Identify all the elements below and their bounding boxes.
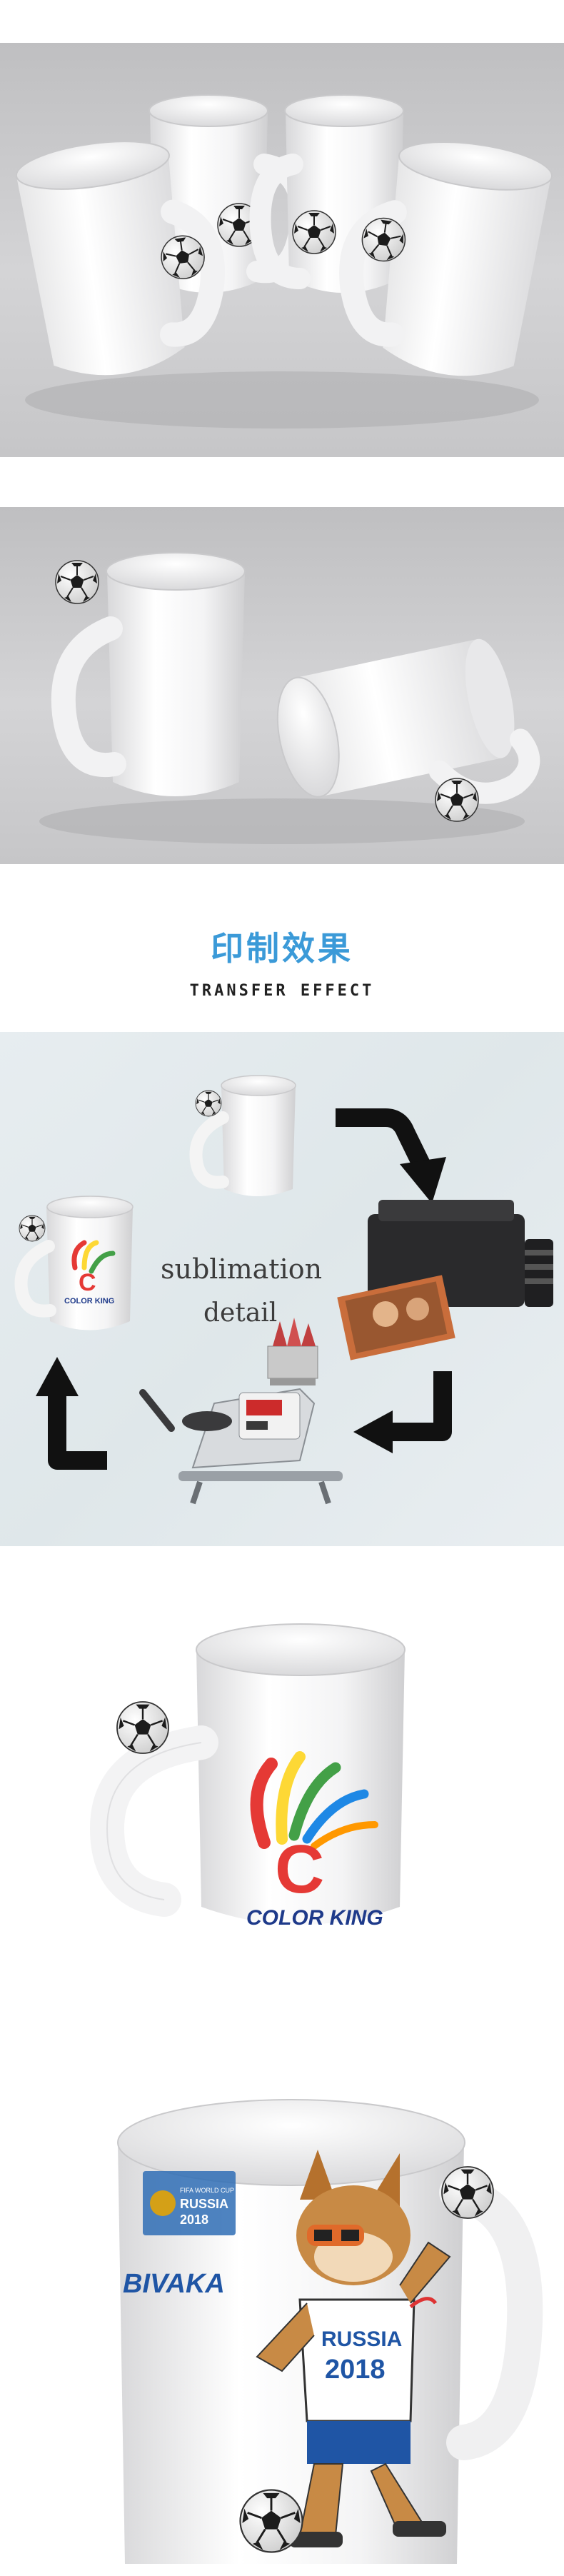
process-diagram-illustration: C COLOR KING sublimation detail xyxy=(14,1075,553,1505)
nozzle-icon xyxy=(267,1318,318,1385)
two-mugs-illustration xyxy=(39,552,540,844)
color-king-mug-illustration: C COLOR KING xyxy=(89,1623,406,1930)
photo-four-mugs xyxy=(0,43,564,457)
four-mugs-illustration xyxy=(15,94,553,429)
color-king-logo: C COLOR KING xyxy=(246,1751,383,1930)
svg-text:C: C xyxy=(79,1269,96,1296)
photo-world-cup-mug: FIFA WORLD CUP RUSSIA 2018 BIVAKA RUSSIA… xyxy=(0,2021,564,2576)
logo-letter: C xyxy=(275,1831,324,1908)
mug-side-text: BIVAKA xyxy=(123,2269,225,2299)
badge-line3: 2018 xyxy=(180,2212,208,2227)
mascot-wolf-illustration: RUSSIA 2018 xyxy=(256,2150,451,2547)
logo-brand-text: COLOR KING xyxy=(246,1906,383,1930)
badge-line1: FIFA WORLD CUP xyxy=(180,2187,234,2194)
process-diagram: C COLOR KING sublimation detail xyxy=(0,1032,564,1546)
photo-two-mugs xyxy=(0,507,564,864)
process-label-line1: sublimation xyxy=(161,1253,322,1285)
small-color-king-logo: C COLOR KING xyxy=(64,1240,116,1305)
heat-press-icon xyxy=(139,1388,343,1505)
shirt-line2: 2018 xyxy=(325,2355,386,2385)
process-label-line2: detail xyxy=(203,1298,277,1328)
photo-color-king-mug: C COLOR KING xyxy=(0,1607,564,1978)
small-logo-brand: COLOR KING xyxy=(64,1297,114,1305)
world-cup-mug-illustration: FIFA WORLD CUP RUSSIA 2018 BIVAKA RUSSIA… xyxy=(117,2099,543,2564)
badge-line2: RUSSIA xyxy=(180,2197,228,2211)
shirt-line1: RUSSIA xyxy=(321,2327,402,2351)
section-title-chinese: 印制效果 xyxy=(211,929,353,968)
section-title-english: TRANSFER EFFECT xyxy=(189,982,375,1000)
printer-icon xyxy=(337,1200,553,1360)
world-cup-badge: FIFA WORLD CUP RUSSIA 2018 xyxy=(143,2171,236,2235)
